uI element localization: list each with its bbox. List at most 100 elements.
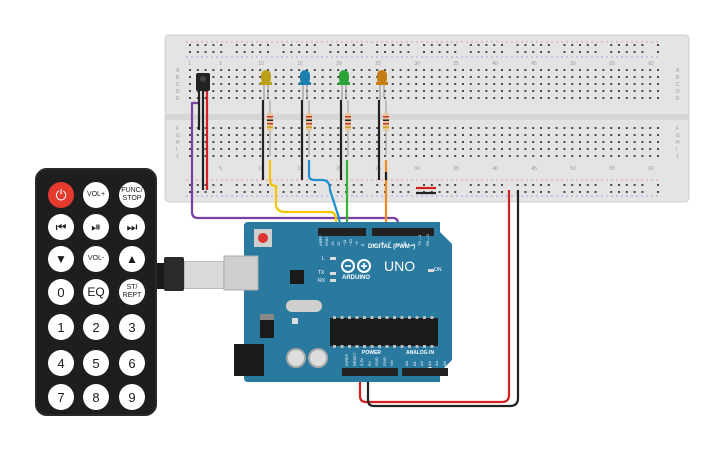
pin-label: 12: [336, 241, 341, 246]
resistor[interactable]: [345, 100, 351, 156]
remote-two-button[interactable]: 2: [83, 314, 109, 340]
pin-label: A1: [411, 361, 417, 366]
digital-label: DIGITAL (PWM~): [368, 244, 416, 250]
atmega-chip: [330, 318, 438, 346]
header-digital-low: [372, 228, 434, 236]
bb-row-label-right: I: [676, 147, 677, 153]
remote-power-button[interactable]: ⏻: [48, 182, 74, 208]
remote-eq-button[interactable]: EQ: [83, 279, 109, 305]
chip-pins: [333, 316, 434, 348]
pin-label: Vin: [389, 360, 394, 366]
bb-col-label-top: 10: [258, 61, 264, 67]
remote-zero-button[interactable]: 0: [48, 279, 74, 305]
bb-row-label-right: E: [676, 96, 680, 102]
resistor[interactable]: [383, 100, 389, 156]
pin-label: TX→1: [417, 234, 422, 246]
power-jack: [234, 344, 264, 376]
bb-row-label-left: I: [176, 147, 177, 153]
bb-row-label-right: A: [676, 68, 680, 74]
bb-col-label-top: 60: [648, 61, 654, 67]
wire-red-5v: [358, 190, 511, 404]
bb-row-label-right: F: [676, 126, 679, 132]
usb-cable: [150, 255, 224, 291]
pin-label: 5V: [366, 361, 372, 366]
remote-five-button[interactable]: 5: [83, 350, 109, 376]
power-label: POWER: [362, 350, 381, 356]
bb-col-label-bottom: 45: [531, 166, 537, 172]
remote-vol-down-button[interactable]: VOL-: [83, 246, 109, 272]
pin-label: 13: [330, 241, 335, 246]
arduino-uno[interactable]: [223, 222, 452, 382]
remote-four-button[interactable]: 4: [48, 350, 74, 376]
remote-six-button[interactable]: 6: [119, 350, 145, 376]
arduino-brand: ARDUINO: [342, 275, 370, 281]
leds-group: [260, 70, 389, 180]
bb-col-label-top: 45: [531, 61, 537, 67]
bb-row-label-right: G: [676, 133, 680, 139]
resistor[interactable]: [267, 100, 273, 156]
pin-label: 2: [409, 243, 415, 246]
remote-nine-button[interactable]: 9: [119, 384, 145, 410]
bb-col-label-bottom: 50: [570, 166, 576, 172]
pin-label: GND: [324, 237, 329, 246]
remote-down-button[interactable]: ▼: [48, 246, 74, 272]
pin-label: AREF: [318, 235, 323, 246]
pin-label: A0: [404, 361, 409, 366]
remote-vol-up-button[interactable]: VOL+: [83, 182, 109, 208]
pin-label: 3.3V: [359, 357, 364, 366]
remote-up-button[interactable]: ▲: [119, 246, 145, 272]
remote-play-pause-button[interactable]: ⏯: [83, 214, 109, 240]
resistor[interactable]: [306, 100, 312, 156]
orange-led[interactable]: [376, 70, 388, 100]
ir-receiver[interactable]: [196, 73, 210, 190]
breadboard: 1510152025303540455055605101520253035404…: [164, 34, 690, 203]
bb-col-label-bottom: 20: [336, 166, 342, 172]
remote-func-stop-button[interactable]: FUNC/ STOP: [119, 182, 145, 208]
bb-col-label-top: 20: [336, 61, 342, 67]
bb-row-label-left: F: [176, 126, 179, 132]
pin-label: RESET: [351, 352, 357, 366]
wire-yellow: [268, 160, 338, 234]
remote-three-button[interactable]: 3: [119, 314, 145, 340]
bb-col-label-top: 50: [570, 61, 576, 67]
wire-purple: [190, 101, 400, 234]
on-label: ON: [434, 267, 442, 273]
bb-col-label-bottom: 60: [648, 166, 654, 172]
bb-col-label-top: 5: [219, 61, 222, 67]
bb-col-label-top: 15: [297, 61, 303, 67]
header-power: [342, 368, 398, 376]
pin-label: A4: [434, 361, 439, 366]
green-led[interactable]: [338, 70, 350, 100]
pin-label: RX←0: [424, 234, 430, 246]
pin-label: GND: [381, 357, 387, 366]
pin-label: 8: [360, 243, 365, 246]
bb-row-label-right: J: [676, 154, 679, 160]
wire-black-gnd: [366, 190, 520, 408]
pin-label: ~9: [354, 241, 359, 246]
remote-st-rept-button[interactable]: ST/ REPT: [119, 279, 145, 305]
pin-label: ~5: [387, 241, 392, 246]
bb-col-label-top: 25: [375, 61, 381, 67]
remote-eight-button[interactable]: 8: [83, 384, 109, 410]
pin-label: 7: [372, 243, 377, 246]
pin-label: A2: [419, 361, 424, 366]
remote-rewind-button[interactable]: ⏮: [48, 214, 74, 240]
bb-col-label-bottom: 55: [609, 166, 615, 172]
bb-row-label-right: C: [676, 82, 680, 88]
pin-label: A3: [426, 361, 432, 366]
pin-label: A5: [441, 361, 447, 366]
remote-one-button[interactable]: 1: [48, 314, 74, 340]
bb-row-label-left: B: [176, 75, 180, 81]
yellow-led[interactable]: [260, 70, 272, 100]
remote-fast-forward-button[interactable]: ⏭: [119, 214, 145, 240]
bb-col-label-bottom: 35: [453, 166, 459, 172]
bb-col-label-top: 35: [453, 61, 459, 67]
remote-seven-button[interactable]: 7: [48, 384, 74, 410]
bb-col-label-bottom: 10: [258, 166, 264, 172]
blue-led[interactable]: [299, 70, 311, 100]
pin-label: ~3: [402, 241, 407, 246]
wires: [190, 101, 520, 408]
bb-col-label-top: 55: [609, 61, 615, 67]
bb-row-label-right: H: [676, 140, 680, 146]
